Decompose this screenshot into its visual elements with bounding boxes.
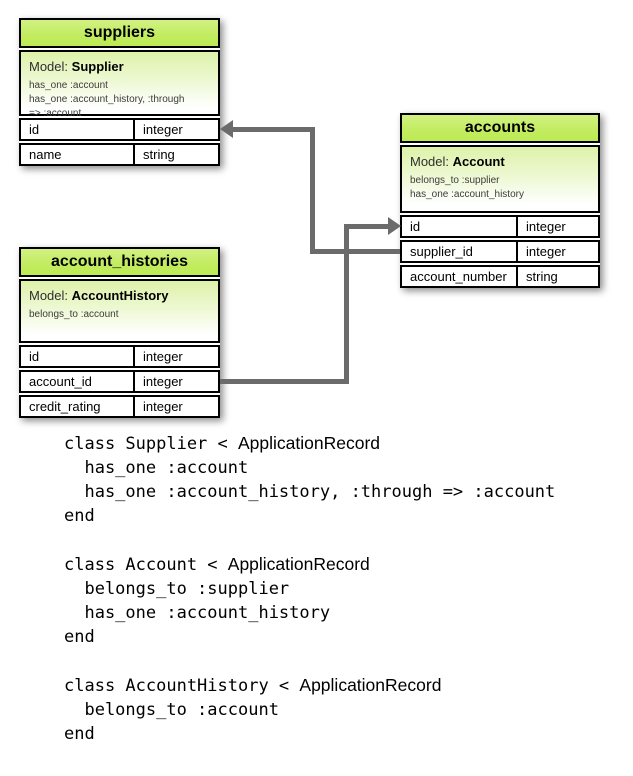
field-row: account_number string [400,265,600,288]
model-name: Supplier [71,59,124,74]
code-text: belongs_to :account [64,700,279,720]
code-text: end [64,506,95,526]
field-name-cell: id [402,217,518,236]
field-name-cell: account_number [402,267,518,286]
table-account-histories-model-section: Model: AccountHistory belongs_to :accoun… [19,279,220,343]
code-text: belongs_to :supplier [64,579,290,599]
code-text-sans: ApplicationRecord [299,675,442,695]
field-row: id integer [400,215,600,238]
code-text: has_one :account [64,458,249,478]
model-line: Model: Account [410,154,590,169]
arrow-accounts-to-suppliers-segment [310,127,315,254]
field-row: credit_rating integer [19,395,220,418]
arrow-histories-to-accounts-segment [344,224,390,229]
association-line: belongs_to :account [29,309,119,320]
table-account-histories: account_histories Model: AccountHistory … [19,247,220,418]
code-text: class Account < [64,555,228,575]
field-type-cell: string [526,269,558,284]
field-type-cell: integer [143,349,183,364]
table-accounts: accounts Model: Account belongs_to :supp… [400,113,600,288]
field-row: id integer [19,118,220,141]
table-title: account_histories [51,253,188,270]
code-block-account-history: class AccountHistory < ApplicationRecord… [64,673,555,746]
model-line: Model: AccountHistory [29,288,210,303]
field-type-cell: integer [526,219,566,234]
field-name-cell: id [21,347,135,366]
field-name-cell: account_id [21,372,135,391]
association-line: has_one :account_history [410,189,524,200]
model-name: AccountHistory [71,288,169,303]
table-account-histories-header: account_histories [19,247,220,277]
model-label: Model: [29,288,69,303]
field-name-cell: id [21,120,135,139]
association-line: has_one :account_history, :through [29,94,185,105]
field-type-cell: string [143,147,175,162]
arrow-histories-to-accounts-segment [344,224,349,384]
association-line: has_one :account [29,80,108,91]
code-text-sans: ApplicationRecord [227,554,370,574]
field-row: supplier_id integer [400,240,600,263]
model-line: Model: Supplier [29,59,210,74]
field-type-cell: integer [526,244,566,259]
association-line: => :account [29,108,82,119]
code-text: class AccountHistory < [64,676,300,696]
table-suppliers: suppliers Model: Supplier has_one :accou… [19,18,220,166]
field-name-cell: name [21,145,135,164]
code-text: end [64,724,95,744]
code-block-supplier: class Supplier < ApplicationRecord has_o… [64,431,555,528]
field-name-cell: credit_rating [21,397,135,416]
table-suppliers-header: suppliers [19,18,220,48]
code-text: has_one :account_history [64,603,331,623]
table-accounts-model-section: Model: Account belongs_to :supplier has_… [400,145,600,213]
code-text: class Supplier < [64,434,238,454]
arrowhead-right-icon [388,217,401,235]
table-accounts-header: accounts [400,113,600,143]
code-text: end [64,627,95,647]
arrow-accounts-to-suppliers-segment [312,249,400,254]
arrow-histories-to-accounts-segment [220,379,349,384]
table-title: accounts [464,119,536,136]
field-type-cell: integer [143,122,183,137]
model-label: Model: [29,59,69,74]
field-name-cell: supplier_id [402,242,518,261]
model-label: Model: [410,154,450,169]
field-type-cell: integer [143,399,183,414]
table-suppliers-model-section: Model: Supplier has_one :account has_one… [19,50,220,119]
association-line: belongs_to :supplier [410,175,500,186]
table-title: suppliers [83,24,156,41]
arrow-accounts-to-suppliers-segment [230,127,315,132]
code-section: class Supplier < ApplicationRecord has_o… [64,431,555,770]
field-row: name string [19,143,220,166]
code-block-account: class Account < ApplicationRecord belong… [64,552,555,649]
arrowhead-left-icon [220,120,233,138]
code-text-sans: ApplicationRecord [238,433,381,453]
field-row: account_id integer [19,370,220,393]
model-name: Account [452,154,505,169]
field-row: id integer [19,345,220,368]
code-text: has_one :account_history, :through => :a… [64,482,556,502]
field-type-cell: integer [143,374,183,389]
